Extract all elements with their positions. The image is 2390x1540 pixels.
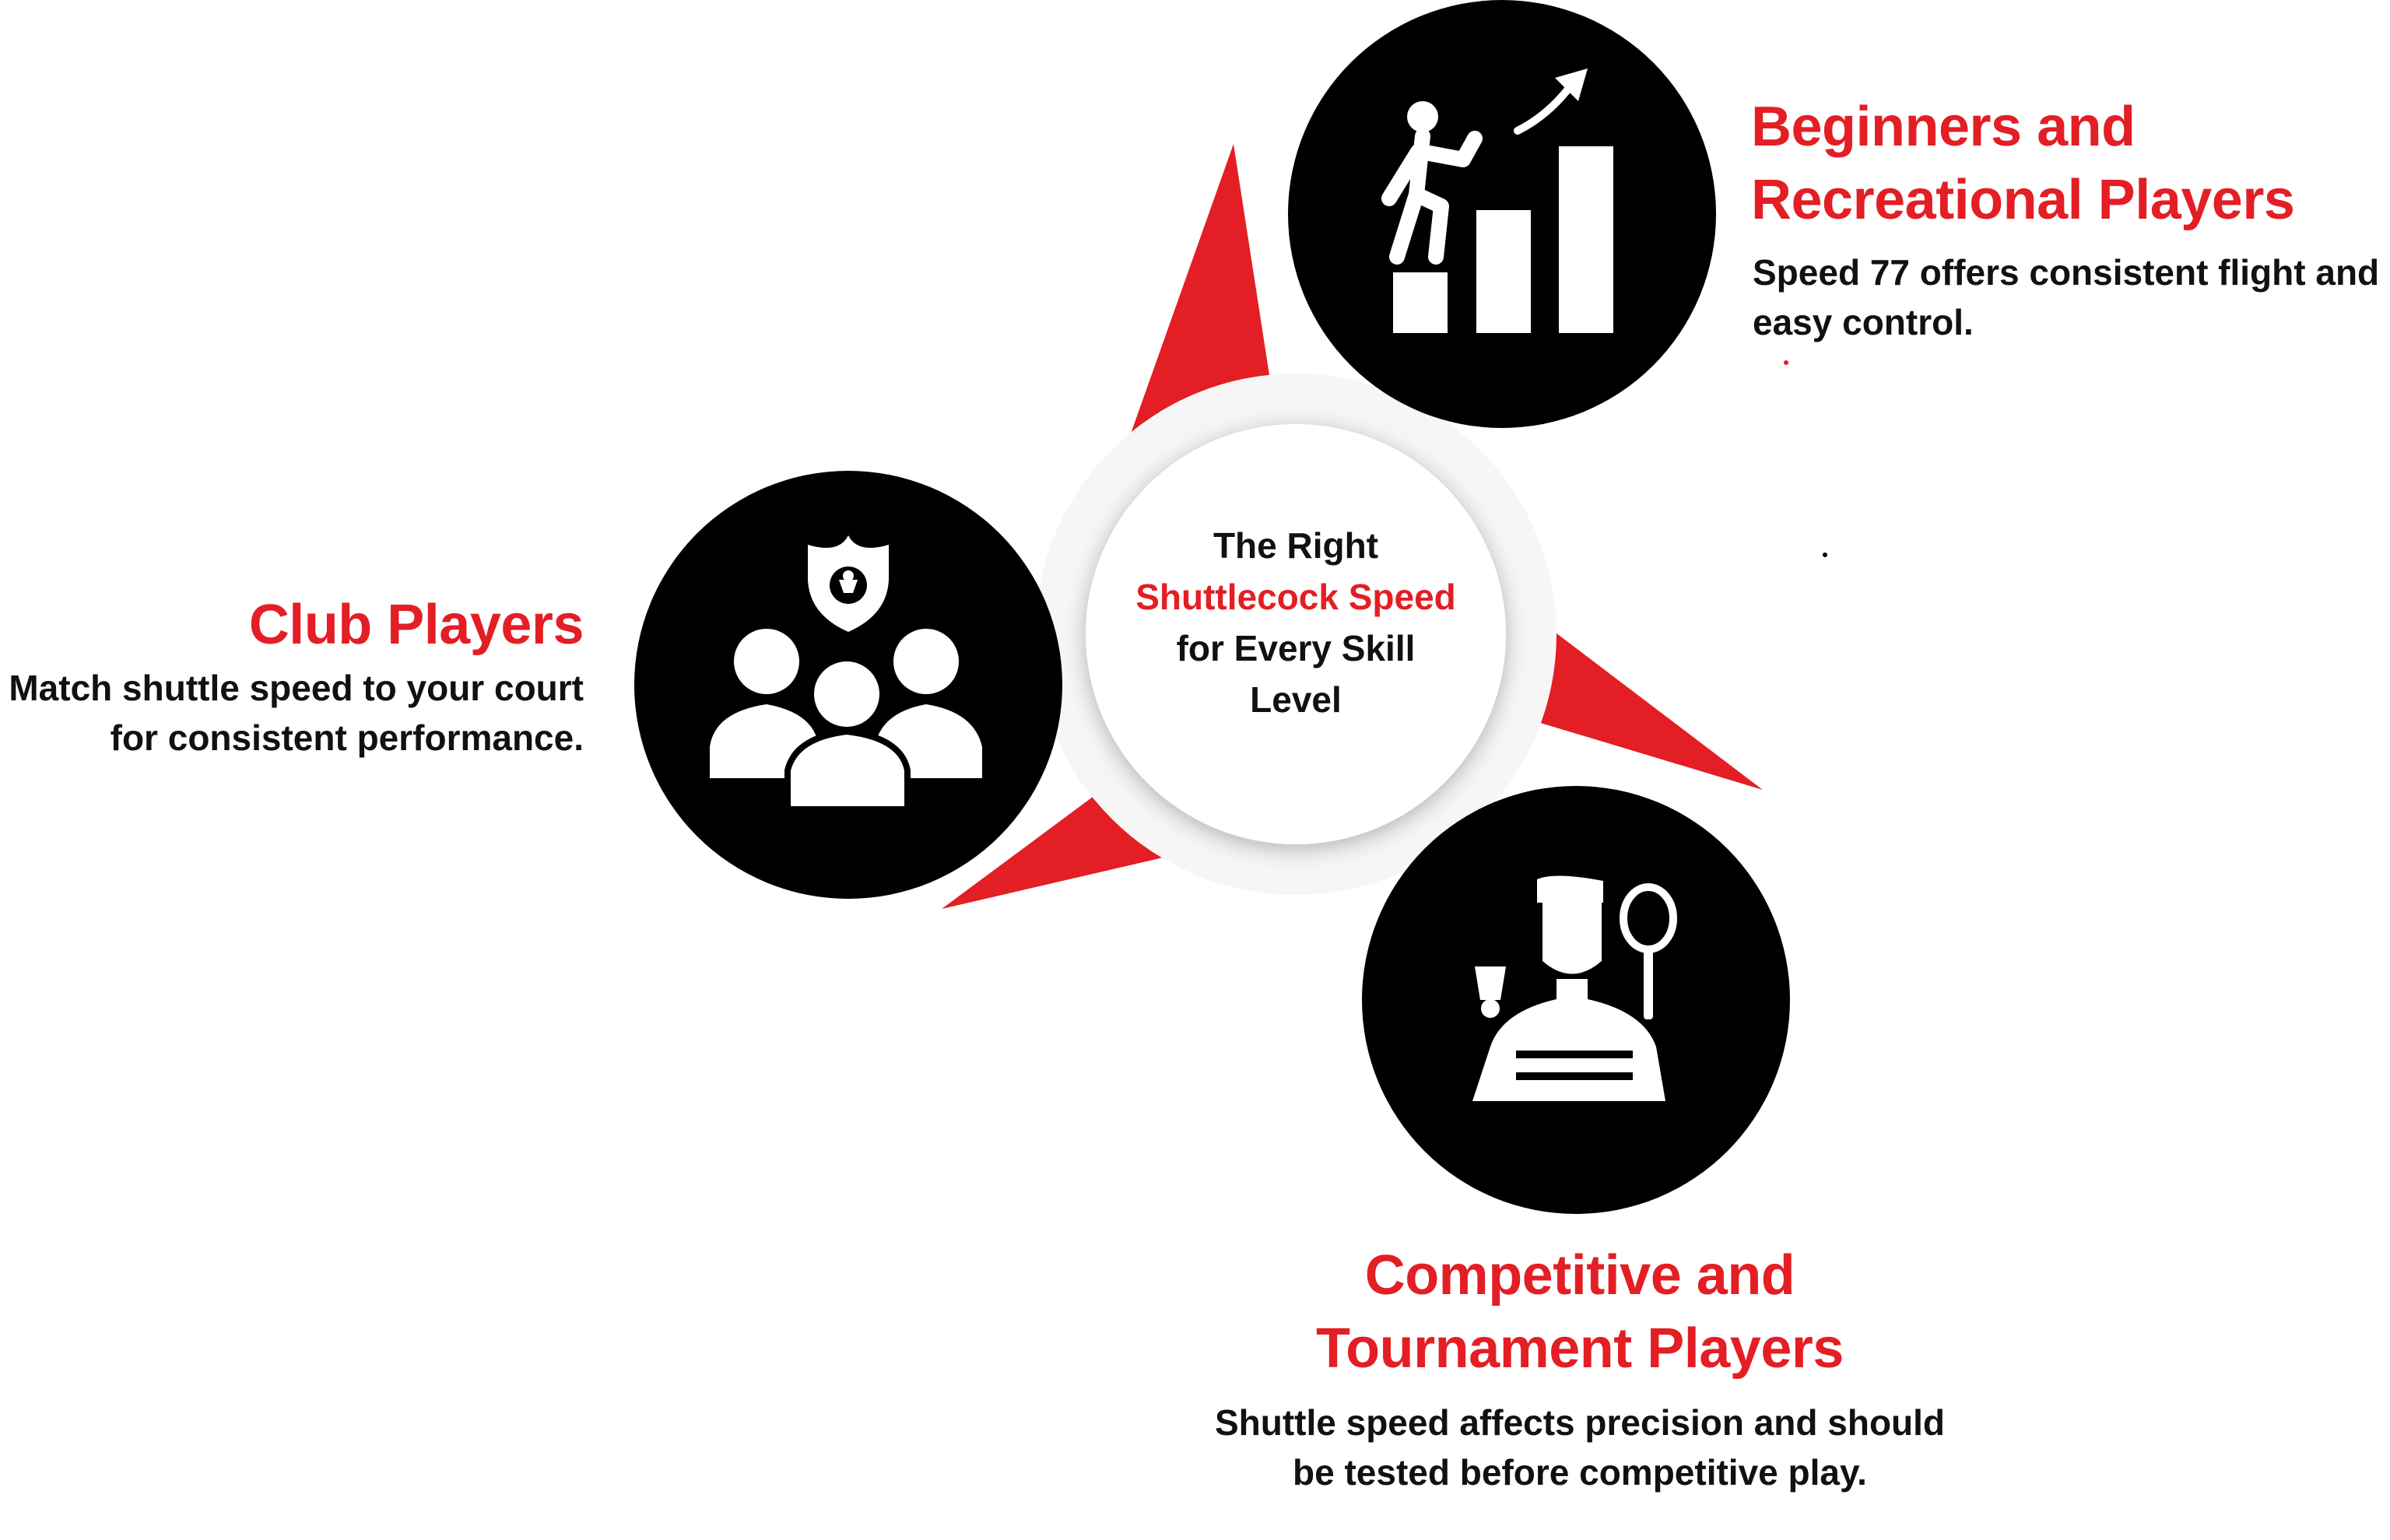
competitive-desc-line-2: be tested before competitive play.	[1293, 1452, 1867, 1493]
beginners-title-line-2: Recreational Players	[1751, 169, 2295, 231]
club-title: Club Players	[0, 588, 584, 661]
beginners-title: Beginners and Recreational Players	[1751, 90, 2374, 237]
club-desc-line-2: for consistent performance.	[110, 717, 584, 758]
team-badge-icon	[710, 535, 982, 812]
badminton-player-icon	[1472, 875, 1677, 1101]
center-line-2: Shuttlecock Speed	[1135, 577, 1456, 617]
beginners-desc-line-2: easy control.	[1753, 302, 1974, 342]
competitive-description: Shuttle speed affects precision and shou…	[1171, 1398, 1988, 1497]
center-line-3: for Every Skill	[1176, 628, 1416, 668]
club-title-line-1: Club Players	[248, 594, 584, 656]
center-label: The Right Shuttlecock Speed for Every Sk…	[1090, 520, 1502, 725]
beginners-circle	[1288, 0, 1716, 428]
competitive-title: Competitive and Tournament Players	[1191, 1239, 1969, 1385]
center-line-1: The Right	[1213, 525, 1379, 566]
competitive-title-line-1: Competitive and	[1364, 1244, 1795, 1307]
center-line-4: Level	[1250, 679, 1342, 720]
climbing-bar-chart-icon	[1381, 68, 1613, 333]
beginners-desc-line-1: Speed 77 offers consistent flight and	[1753, 252, 2380, 293]
beginners-title-line-1: Beginners and	[1751, 96, 2136, 158]
competitive-title-line-2: Tournament Players	[1316, 1317, 1844, 1380]
club-description: Match shuttle speed to your court for co…	[0, 663, 584, 763]
club-desc-line-1: Match shuttle speed to your court	[9, 668, 584, 708]
accent-dot	[1784, 360, 1788, 365]
club-circle	[634, 471, 1062, 899]
competitive-circle	[1362, 786, 1790, 1214]
black-dot	[1823, 553, 1827, 557]
beginners-description: Speed 77 offers consistent flight and ea…	[1753, 247, 2387, 347]
center-circle	[1086, 424, 1506, 844]
competitive-desc-line-1: Shuttle speed affects precision and shou…	[1214, 1402, 1946, 1443]
